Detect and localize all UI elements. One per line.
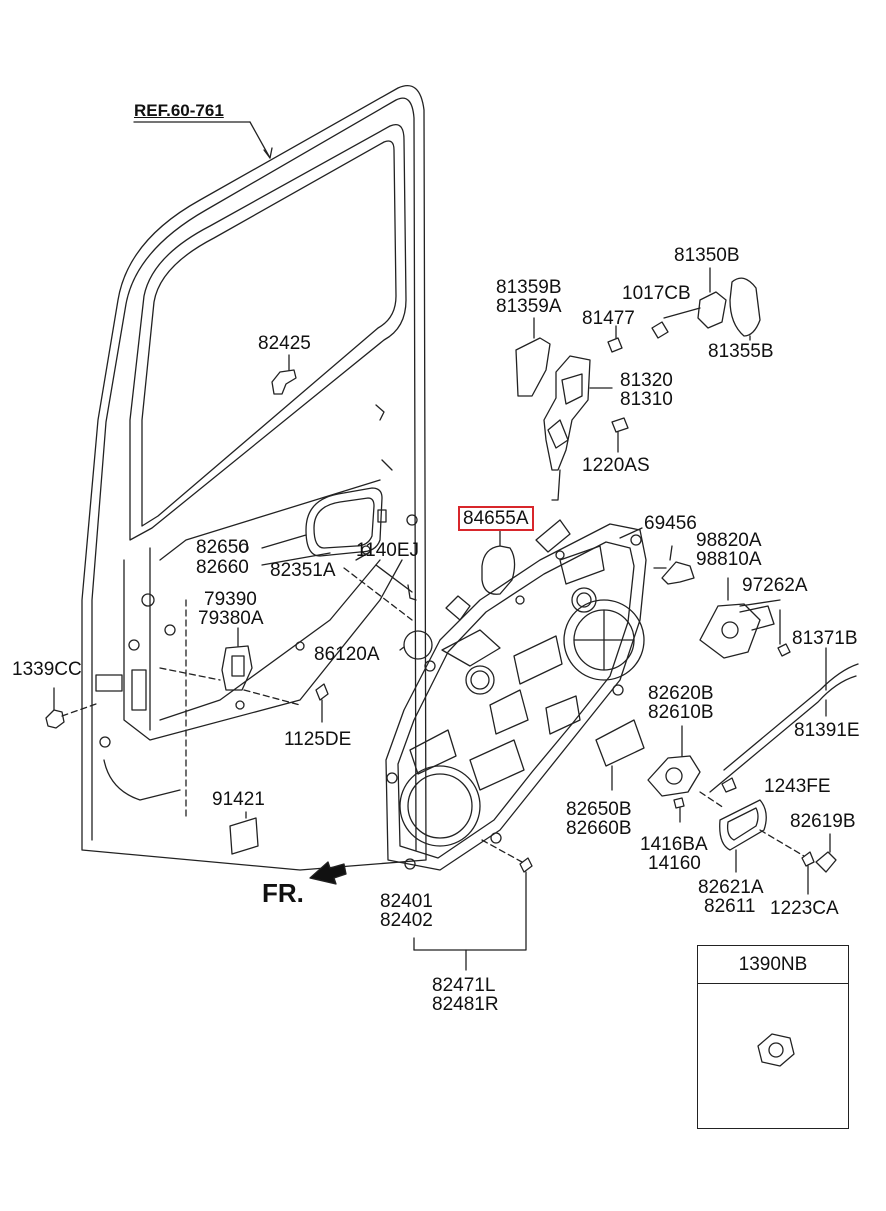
part-label-1339CC: 1339CC (12, 659, 82, 680)
label-91421 (229, 817, 259, 855)
motor-97262A (699, 603, 775, 659)
cable-81371B (723, 663, 859, 771)
cable-81391E (709, 675, 857, 793)
clip-98810A (661, 561, 695, 585)
part-label-82402: 82402 (380, 910, 433, 931)
outside-handle-left (305, 487, 387, 557)
part-label-82401: 82401 (380, 891, 433, 912)
part-label-82619B: 82619B (790, 811, 856, 832)
clip-1416BA (673, 797, 685, 809)
part-label-82650B: 82650B (566, 799, 632, 820)
part-label-79390: 79390 (204, 589, 257, 610)
part-label-81355B: 81355B (708, 341, 774, 362)
part-label-1017CB: 1017CB (622, 283, 691, 304)
part-label-82610B: 82610B (648, 702, 714, 723)
part-label-1140EJ: 1140EJ (356, 540, 420, 561)
part-label-1390NB: 1390NB (698, 946, 848, 984)
nut-1339CC (45, 709, 65, 729)
part-label-81359A: 81359A (496, 296, 562, 317)
seal-86120A (403, 630, 433, 660)
part-label-86120A: 86120A (314, 644, 380, 665)
bolt-82401 (519, 857, 533, 873)
bolt-1125DE (315, 683, 329, 701)
part-label-82611: 82611 (704, 896, 756, 917)
cap-82619B (815, 851, 837, 873)
part-label-1220AS: 1220AS (582, 455, 650, 476)
bolt-1220AS (611, 417, 629, 433)
pad-81355B (729, 277, 761, 337)
part-label-1416BA: 1416BA (640, 834, 708, 855)
part-label-79380A: 79380A (198, 608, 264, 629)
bezel-82621A (719, 799, 767, 851)
part-label-81477: 81477 (582, 308, 635, 329)
part-label-82351A: 82351A (270, 560, 336, 581)
part-label-82425: 82425 (258, 333, 311, 354)
part-label-69456: 69456 (644, 513, 697, 534)
part-label-81320: 81320 (620, 370, 673, 391)
screw-1223CA (801, 851, 815, 867)
cover-84655A (481, 545, 516, 595)
bolt-1243FE (721, 777, 737, 793)
part-label-1243FE: 1243FE (764, 776, 831, 797)
part-label-14160: 14160 (648, 853, 701, 874)
part-label-81391E: 81391E (794, 720, 860, 741)
part-label-82650: 82650 (196, 537, 249, 558)
latch-81320 (543, 355, 591, 501)
part-82425-bracket (271, 369, 297, 395)
part-label-81350B: 81350B (674, 245, 740, 266)
door-module-panel (385, 519, 647, 871)
inner-handle-82620B (647, 755, 701, 797)
front-arrow (309, 861, 347, 885)
part-label-1125DE: 1125DE (284, 729, 352, 750)
hinge-79390 (221, 645, 253, 691)
part-label-98820A: 98820A (696, 530, 762, 551)
part-label-82620B: 82620B (648, 683, 714, 704)
reference-label: REF.60-761 (134, 101, 224, 120)
part-label-82481R: 82481R (432, 994, 499, 1015)
nut-callout-box: 1390NB (697, 945, 849, 1129)
front-direction-label: FR. (262, 878, 304, 908)
part-label-82660: 82660 (196, 557, 249, 578)
bracket-82650B (595, 719, 645, 767)
nut-1390NB (757, 1033, 795, 1067)
bracket-81359B (515, 337, 551, 397)
part-label-82621A: 82621A (698, 877, 764, 898)
part-label-82471L: 82471L (432, 975, 496, 996)
part-label-91421: 91421 (212, 789, 265, 810)
part-label-82660B: 82660B (566, 818, 632, 839)
door-frame (81, 84, 427, 871)
part-label-84655A-highlighted: 84655A (458, 506, 534, 531)
bolt-1017CB (651, 321, 669, 339)
part-label-98810A: 98810A (696, 549, 762, 570)
striker-81350B (697, 291, 727, 329)
part-label-97262A: 97262A (742, 575, 808, 596)
part-label-81310: 81310 (620, 389, 673, 410)
bolt-81477 (607, 337, 623, 353)
part-label-81359B: 81359B (496, 277, 562, 298)
part-label-81371B: 81371B (792, 628, 858, 649)
part-label-1223CA: 1223CA (770, 898, 839, 919)
